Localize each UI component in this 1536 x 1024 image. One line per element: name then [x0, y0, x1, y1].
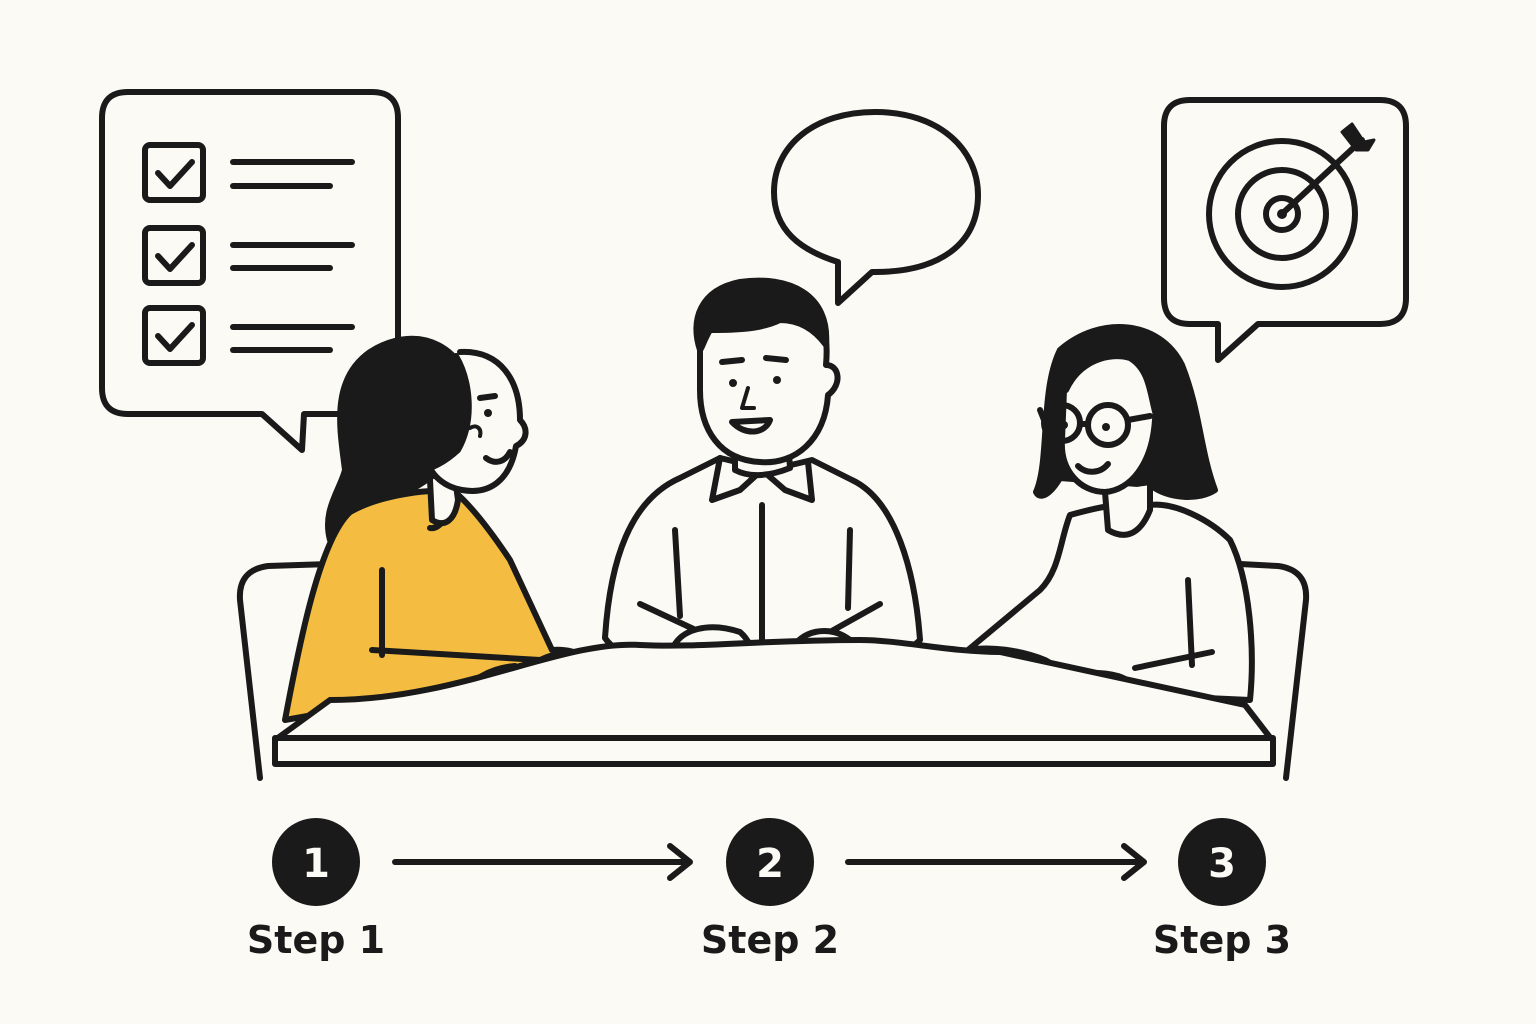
step-1-circle: 1 [272, 818, 360, 906]
step-1-number: 1 [302, 841, 330, 887]
step-3-circle: 3 [1178, 818, 1266, 906]
meeting-table [272, 637, 1276, 767]
chair-right [1237, 561, 1310, 781]
step-3-label: Step 3 [1152, 918, 1292, 962]
step-1-label: Step 1 [246, 918, 386, 962]
person-woman-glasses [919, 324, 1255, 712]
checklist-icon [142, 142, 355, 366]
chair-left [236, 561, 333, 781]
step-3-number: 3 [1208, 841, 1236, 887]
step-2-circle: 2 [726, 818, 814, 906]
target-icon [1206, 122, 1376, 290]
speech-bubble [771, 109, 981, 306]
step-2-label: Step 2 [700, 918, 840, 962]
person-man-center [602, 277, 923, 678]
step-2-number: 2 [756, 841, 784, 887]
target-bubble [1161, 97, 1409, 363]
checklist-bubble [99, 89, 401, 453]
step-flow [392, 843, 1147, 881]
